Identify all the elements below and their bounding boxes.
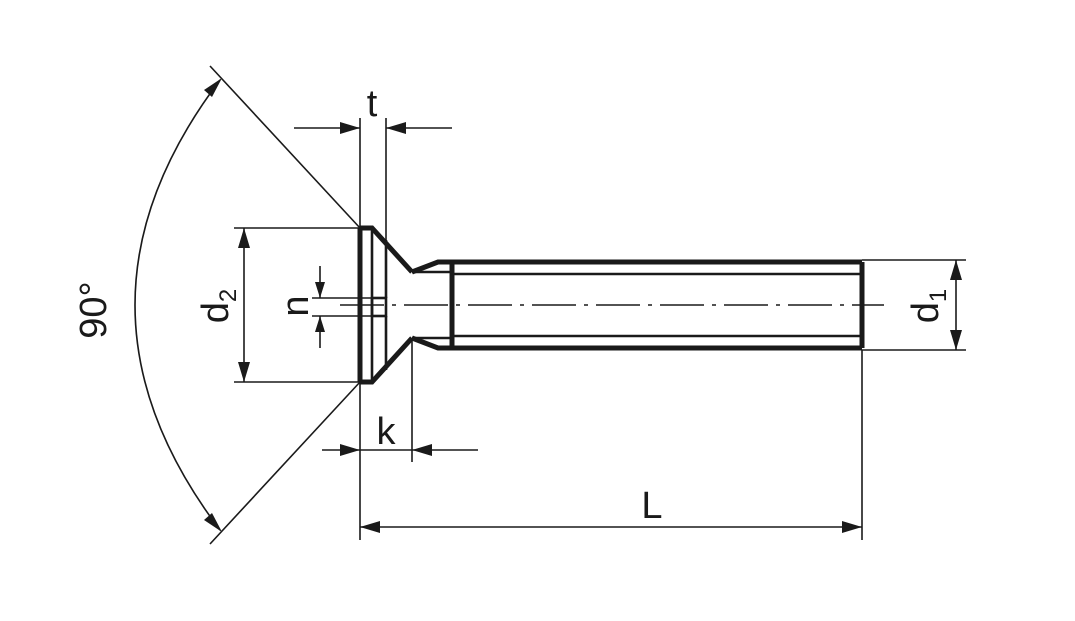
L-dimension: L xyxy=(360,350,863,540)
L-arrow-left xyxy=(360,521,380,533)
n-arrow-bottom xyxy=(315,316,325,332)
k-arrow-right xyxy=(412,444,432,456)
t-arrow-right xyxy=(386,122,406,134)
k-dimension: k xyxy=(322,338,478,540)
d2-label-sub: 2 xyxy=(215,289,242,302)
t-label: t xyxy=(367,83,378,125)
t-dimension: t xyxy=(294,83,452,240)
t-arrow-left xyxy=(340,122,360,134)
d1-dimension: d1 xyxy=(862,259,966,351)
slot xyxy=(370,296,388,318)
d2-dimension: d2 xyxy=(195,227,360,383)
angle-arrow-bottom xyxy=(204,513,222,532)
d1-label-sub: 1 xyxy=(925,289,952,302)
d2-arrow-bottom xyxy=(238,362,250,382)
n-arrow-top xyxy=(315,282,325,298)
d1-arrow-top xyxy=(950,260,962,280)
d1-arrow-bottom xyxy=(950,330,962,350)
screw-body xyxy=(357,225,865,385)
neck-bottom xyxy=(411,335,452,351)
neck-top xyxy=(411,259,452,275)
n-label: n xyxy=(275,295,317,316)
n-dimension: n xyxy=(275,266,372,348)
d2-label: d2 xyxy=(195,289,242,324)
k-arrow-left xyxy=(340,444,360,456)
angle-extension-bottom xyxy=(209,381,361,545)
L-arrow-right xyxy=(842,521,862,533)
d2-label-base: d xyxy=(195,302,237,323)
angle-dimension: 90° xyxy=(73,65,361,545)
angle-arc xyxy=(134,79,221,531)
d1-label: d1 xyxy=(905,289,952,324)
d1-label-base: d xyxy=(905,302,947,323)
angle-extension-top xyxy=(209,65,361,229)
d2-arrow-top xyxy=(238,228,250,248)
L-label: L xyxy=(641,485,662,527)
angle-arrow-top xyxy=(204,78,222,97)
k-label: k xyxy=(377,411,397,453)
angle-label: 90° xyxy=(73,281,115,338)
